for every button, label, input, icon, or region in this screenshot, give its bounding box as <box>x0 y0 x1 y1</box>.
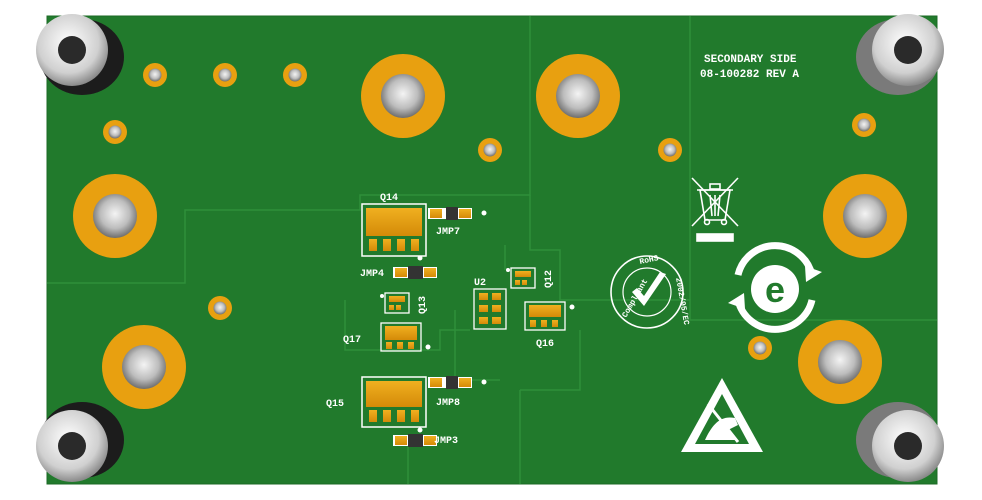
q14-footprint <box>361 203 427 261</box>
q16-label: Q16 <box>536 339 554 350</box>
mounting-hole <box>823 174 907 258</box>
q13-footprint <box>380 292 410 314</box>
e-recycle-icon: e <box>728 242 822 333</box>
pcb-substrate <box>46 15 938 485</box>
u2-footprint <box>473 288 507 330</box>
standoff-bottom-right <box>856 402 944 482</box>
q13-label: Q13 <box>418 296 429 314</box>
jmp4-jumper <box>393 266 437 279</box>
u2-label: U2 <box>474 278 486 289</box>
check-icon <box>632 272 666 306</box>
q14-label: Q14 <box>380 193 398 204</box>
q15-footprint <box>361 376 427 433</box>
q17-label: Q17 <box>343 335 361 346</box>
mounting-hole <box>73 174 157 258</box>
standoff-top-right <box>856 14 944 95</box>
mounting-hole <box>798 320 882 404</box>
q16-footprint <box>524 301 575 331</box>
q12-label: Q12 <box>544 270 555 288</box>
q12-footprint <box>506 267 536 289</box>
mounting-hole <box>102 325 186 409</box>
via-holes <box>103 63 876 360</box>
weee-bin-icon <box>691 177 739 242</box>
jmp7-label: JMP7 <box>436 227 460 238</box>
standoff-bottom-left <box>36 402 124 482</box>
mounting-hole <box>361 54 445 138</box>
board-part-number: 08-100282 REV A <box>700 69 799 81</box>
jmp8-label: JMP8 <box>436 398 460 409</box>
jmp3-label: JMP3 <box>434 436 458 447</box>
copper-traces <box>47 16 937 484</box>
jmp8-jumper <box>428 376 487 389</box>
jmp7-jumper <box>428 207 487 220</box>
q17-footprint <box>380 322 431 352</box>
jmp3-jumper <box>393 434 437 447</box>
q15-label: Q15 <box>326 399 344 410</box>
rohs-top-text: RoHS <box>639 254 660 267</box>
jmp4-label: JMP4 <box>360 269 384 280</box>
standoff-top-left <box>36 14 124 95</box>
board-side-title: SECONDARY SIDE <box>704 54 797 66</box>
rohs-badge <box>610 255 684 329</box>
mounting-hole <box>536 54 620 138</box>
svg-text:e: e <box>765 269 785 310</box>
esd-warning-icon <box>681 378 763 452</box>
